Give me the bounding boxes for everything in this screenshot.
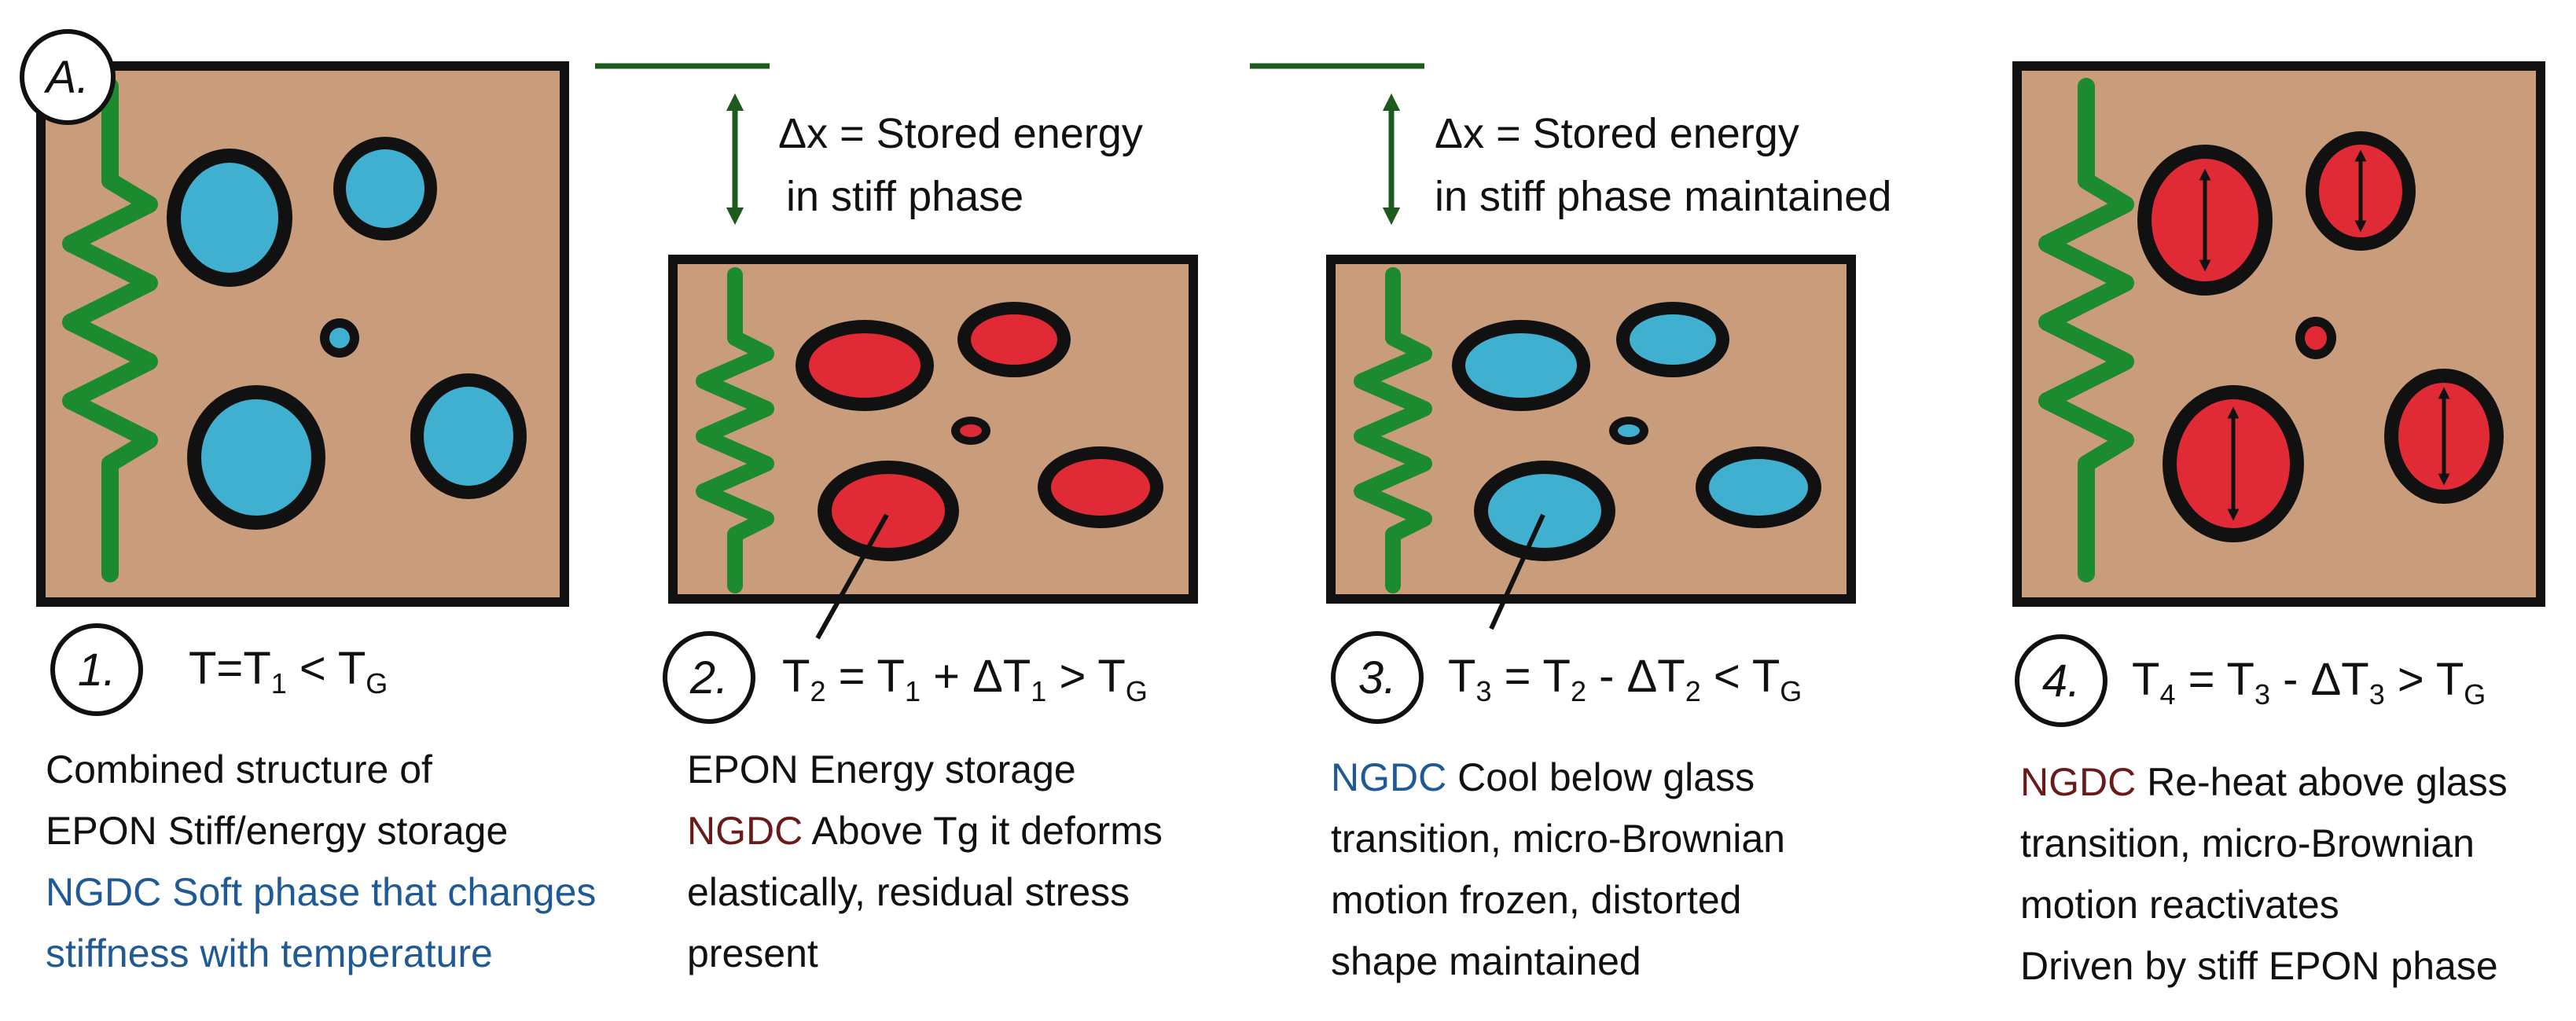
expansion-arrows (2199, 149, 2450, 521)
caption-line: Driven by stiff EPON phase (2020, 944, 2498, 988)
panel-label-badge: A. (20, 29, 116, 125)
caption-line: present (687, 931, 818, 975)
spring-icon (2038, 78, 2134, 582)
annotation-2-line1: Δx = Stored energy (1435, 110, 1799, 157)
spring-icon (62, 78, 158, 582)
stage-1-caption: Combined structure of EPON Stiff/energy … (46, 739, 596, 984)
matrix-box (36, 61, 569, 607)
panel-1 (36, 61, 569, 607)
stage-4-caption: NGDC Re-heat above glass transition, mic… (2020, 751, 2508, 997)
caption-line: motion reactivates (2020, 883, 2339, 927)
pointer-line (1489, 513, 1545, 630)
caption-line: NGDC Re-heat above glass (2020, 760, 2508, 804)
spring-icon (1354, 267, 1432, 593)
caption-line: Combined structure of (46, 747, 432, 791)
stage-equation: T4 = T3 - ΔT3 > TG (2132, 654, 2486, 711)
stage-2-caption: EPON Energy storage NGDC Above Tg it def… (687, 739, 1163, 984)
spring-icon (696, 267, 774, 593)
annotation-2-line2: in stiff phase maintained (1435, 173, 1891, 220)
pointer-line (815, 513, 889, 640)
caption-line: NGDC Above Tg it deforms (687, 809, 1163, 853)
panel-3 (1326, 255, 1856, 630)
ngdc-label: NGDC (2020, 760, 2137, 804)
annotation-2: Δx = Stored energy in stiff phase mainta… (1250, 63, 1891, 226)
caption-line: shape maintained (1331, 939, 1641, 983)
caption-line: EPON Stiff/energy storage (46, 809, 509, 853)
stage-4-header: 4. T4 = T3 - ΔT3 > TG (2015, 634, 2486, 727)
stage-3-caption: NGDC Cool below glass transition, micro-… (1331, 747, 1785, 992)
caption-line: motion frozen, distorted (1331, 878, 1742, 922)
frozen-phase-droplets (1452, 302, 1821, 561)
stage-number: 1. (78, 645, 116, 696)
soft-phase-droplets (167, 137, 527, 530)
stage-number: 4. (2042, 656, 2080, 707)
caption-line: NGDC Cool below glass (1331, 755, 1755, 799)
ngdc-label: NGDC (1331, 755, 1447, 799)
panel-4 (2012, 61, 2545, 607)
annotation-1-line1: Δx = Stored energy (778, 110, 1143, 157)
caption-line: NGDC Soft phase that changes (46, 870, 597, 914)
stage-3-header: 3. T3 = T2 - ΔT2 < TG (1331, 631, 1802, 724)
annotation-1-line2: in stiff phase (786, 173, 1023, 220)
panel-2 (668, 255, 1198, 640)
stage-number: 3. (1358, 652, 1396, 703)
stage-equation: T2 = T1 + ΔT1 > TG (782, 651, 1148, 707)
panel-label: A. (44, 52, 90, 103)
caption-line: transition, micro-Brownian (2020, 821, 2475, 865)
caption-line: transition, micro-Brownian (1331, 817, 1785, 861)
stage-equation: T3 = T2 - ΔT2 < TG (1448, 651, 1802, 707)
caption-line: stiffness with temperature (46, 931, 493, 975)
stage-equation: T=T1 < TG (189, 643, 388, 700)
stage-2-header: 2. T2 = T1 + ΔT1 > TG (663, 631, 1148, 724)
stage-1-header: 1. T=T1 < TG (50, 623, 388, 716)
caption-line: EPON Energy storage (687, 747, 1076, 791)
stretched-phase-droplets (796, 302, 1163, 561)
stage-number: 2. (689, 652, 728, 703)
annotation-1: Δx = Stored energy in stiff phase (595, 63, 1143, 226)
caption-line: elastically, residual stress (687, 870, 1130, 914)
ngdc-label: NGDC (687, 809, 803, 853)
